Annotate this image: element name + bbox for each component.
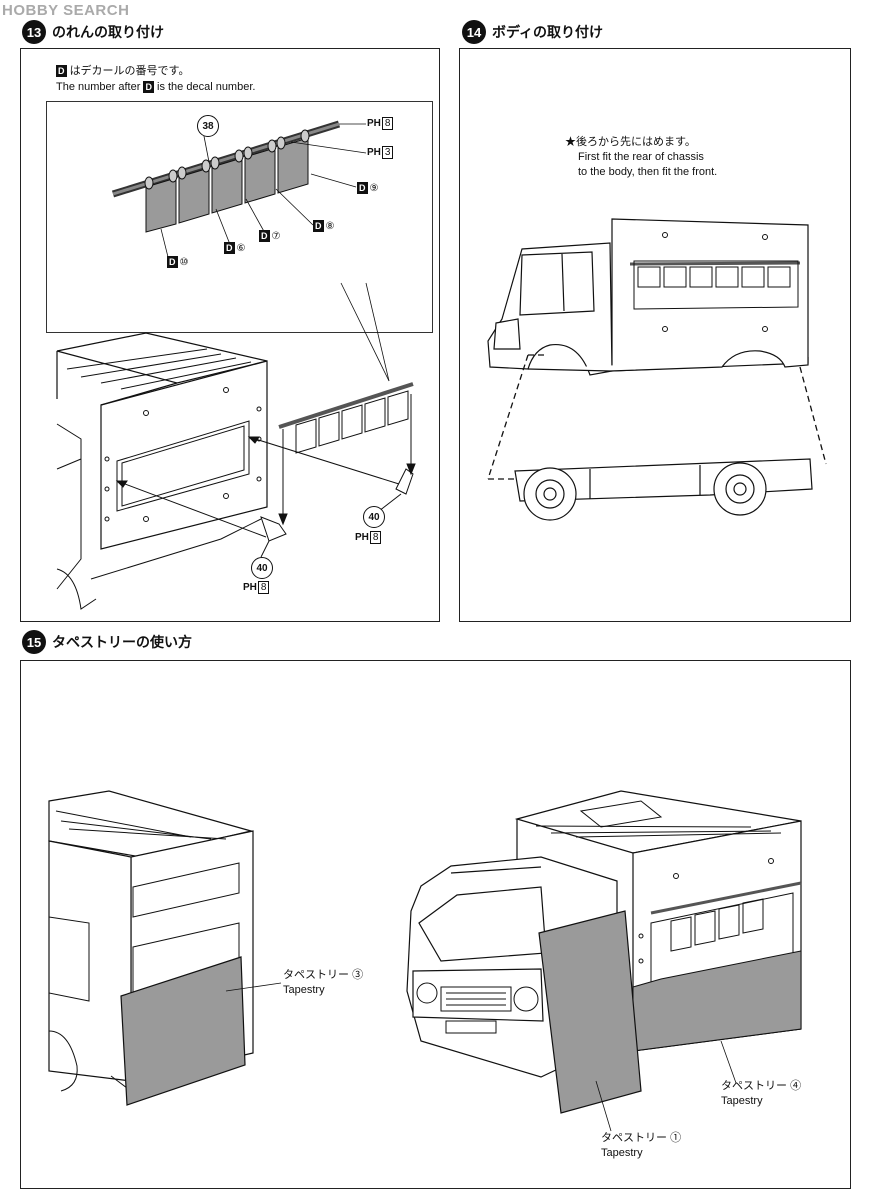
- decal-note-d-box: D: [56, 65, 67, 77]
- step15-title: タペストリーの使い方: [52, 635, 192, 651]
- step13-title: のれんの取り付け: [52, 25, 164, 41]
- step15-number: 15: [22, 630, 46, 654]
- tapestry-3-label: タペストリー ③ Tapestry: [283, 969, 364, 996]
- step13-number: 13: [22, 20, 46, 44]
- step13-header: 13 のれんの取り付け: [22, 20, 164, 44]
- tapestry-1-label: タペストリー ① Tapestry: [601, 1132, 682, 1159]
- tapestry-1-sheet: [538, 910, 642, 1114]
- decal-note-en-b: is the decal number.: [157, 81, 256, 93]
- part-40-callout-left: 40: [251, 557, 273, 579]
- step15-header: 15 タペストリーの使い方: [22, 630, 192, 654]
- step14-header: 14 ボディの取り付け: [462, 20, 603, 44]
- step14-illustration: [487, 218, 827, 521]
- tapestry-4-label: タペストリー ④ Tapestry: [721, 1080, 802, 1107]
- step14-note-en1: First fit the rear of chassis: [578, 151, 704, 163]
- decal-note-jp: D はデカールの番号です。: [56, 64, 189, 79]
- decal-note-en-box: D: [143, 81, 154, 93]
- hobby-search-watermark: HOBBY SEARCH: [2, 2, 130, 19]
- step15-illustration: [48, 790, 802, 1132]
- step14-note-en2: to the body, then fit the front.: [578, 166, 718, 178]
- decal-note-en: The number after D is the decal number.: [56, 80, 255, 95]
- step15-panel: タペストリー ③ Tapestry タペストリー ④ Tapestry タペスト…: [20, 660, 851, 1189]
- step14-note-jp: ★後ろから先にはめます。: [565, 136, 696, 148]
- part-40-callout-right: 40: [363, 506, 385, 528]
- step13-illustration: [56, 120, 416, 610]
- decal-note-jp-text: はデカールの番号です。: [69, 65, 190, 77]
- step13-panel: D はデカールの番号です。 The number after D is the …: [20, 48, 440, 622]
- step14-title: ボディの取り付け: [492, 25, 604, 41]
- tapestry-3-sheet: [120, 956, 246, 1106]
- step14-panel: ★後ろから先にはめます。 First fit the rear of chass…: [459, 48, 851, 622]
- part-38-callout: 38: [197, 115, 219, 137]
- step14-number: 14: [462, 20, 486, 44]
- decal-note-en-a: The number after: [56, 81, 141, 93]
